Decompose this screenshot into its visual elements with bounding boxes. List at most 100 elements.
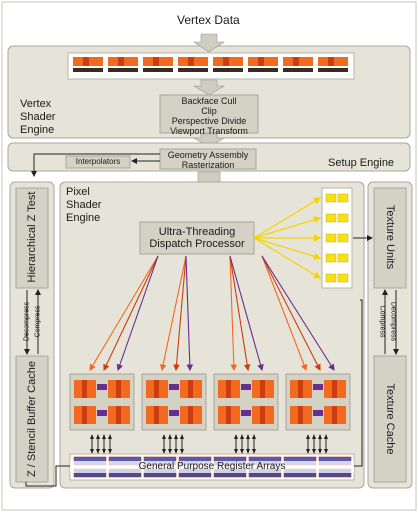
shader-purple-block	[241, 384, 251, 390]
z-cache-label: Z / Stencil Buffer Cache	[26, 361, 38, 477]
shader-unit-stripe	[116, 380, 121, 398]
gpr-to-zcache-line	[25, 465, 70, 487]
clip-text: Clip	[201, 106, 217, 116]
setup-engine-label: Setup Engine	[328, 157, 395, 169]
gpr-arrow-head-up	[318, 434, 322, 439]
dispatch-arrow	[229, 255, 238, 372]
vertex-shader-unit-accent	[293, 57, 299, 66]
shader-unit-stripe	[188, 380, 193, 398]
texture-unit-block	[337, 193, 349, 203]
dispatch-arrow	[261, 255, 321, 371]
texture-unit-block	[325, 213, 337, 223]
yellow-arrow	[253, 237, 322, 260]
dispatch-box	[139, 221, 255, 255]
vertex-shader-unit-bar	[143, 68, 173, 72]
shader-unit-stripe	[154, 380, 159, 398]
shader-purple-block	[169, 410, 179, 416]
texture-unit-block	[337, 213, 349, 223]
texture-units-label: Texture Units	[384, 204, 396, 270]
pixel-shader-quads	[69, 373, 351, 431]
texture-unit-block	[337, 253, 349, 263]
yellow-arrow	[253, 216, 322, 239]
shader-unit-stripe	[116, 406, 121, 424]
dispatch-text: Ultra-Threading Dispatch Processor	[140, 226, 254, 250]
viewport-transform-text: Viewport Transform	[170, 126, 248, 136]
gpr-arrow-head-down	[180, 449, 184, 454]
gpr-arrow-head-down	[234, 449, 238, 454]
dispatch-arrow	[229, 255, 264, 372]
texture-unit-block	[325, 253, 337, 263]
gpr-arrow-head-down	[312, 449, 316, 454]
dispatch-to-shader-arrows	[89, 255, 335, 372]
vertex-shader-unit-accent	[258, 57, 264, 66]
dispatch-to-texture-arrows	[253, 197, 322, 279]
interpolators-label: Interpolators	[75, 157, 121, 166]
hier-z-label: Hierarchical Z Test	[26, 191, 38, 283]
vertex-data-label: Vertex Data	[177, 13, 240, 27]
vertex-shader-unit-bar	[248, 68, 278, 72]
gpr-arrow-head-up	[240, 434, 244, 439]
gpr-arrow-head-up	[312, 434, 316, 439]
compress-z-label: Compress	[34, 305, 42, 338]
texture-unit-blocks	[325, 193, 349, 283]
shader-unit-stripe	[82, 406, 87, 424]
gpr-arrow-head-down	[168, 449, 172, 454]
texture-cache-label: Texture Cache	[384, 383, 396, 455]
shader-unit-stripe	[298, 380, 303, 398]
shader-unit-stripe	[226, 406, 231, 424]
dispatch-arrow	[173, 255, 187, 372]
decompress-z-label: Decompress	[23, 301, 31, 342]
compress-tex-label: Compress	[378, 305, 386, 338]
gpr-arrow-head-down	[108, 449, 112, 454]
gpr-arrow-head-down	[174, 449, 178, 454]
texture-cache-box	[373, 355, 407, 483]
vertex-shader-unit-bar	[318, 68, 348, 72]
shader-unit-stripe	[260, 380, 265, 398]
dispatch-arrow	[229, 255, 251, 372]
vertex-shader-unit-bar	[213, 68, 243, 72]
geometry-assembly-text: Geometry Assembly	[167, 150, 249, 160]
gpr-arrow-head-down	[324, 449, 328, 454]
shader-unit-stripe	[154, 406, 159, 424]
ultra-threading-text: Ultra-Threading	[158, 226, 236, 238]
engine-label: Engine	[20, 124, 55, 136]
gpr-arrow-head-down	[252, 449, 256, 454]
vertex-shader-unit-bar	[178, 68, 208, 72]
texture-unit-block	[325, 193, 337, 203]
gpr-arrow-head-up	[90, 434, 94, 439]
perspective-divide-text: Perspective Divide	[171, 116, 247, 126]
vertex-shader-unit-accent	[118, 57, 124, 66]
backface-cull-text: Backface Cull	[181, 96, 237, 106]
gpr-to-texture-line	[354, 299, 363, 467]
vertex-shader-unit-bar	[73, 68, 103, 72]
vertex-ops-text: Backface Cull Clip Perspective Divide Vi…	[160, 96, 258, 136]
gpr-arrow-head-up	[306, 434, 310, 439]
pixel-label: Pixel	[66, 186, 90, 198]
shader-gpr-arrows	[90, 434, 328, 454]
gpr-arrow-head-up	[324, 434, 328, 439]
vertex-label: Vertex	[20, 98, 52, 110]
shader-purple-block	[313, 410, 323, 416]
dispatch-arrow	[89, 255, 159, 371]
vertex-shader-unit-accent	[153, 57, 159, 66]
gpr-arrow-head-up	[96, 434, 100, 439]
texture-units-box	[373, 187, 407, 289]
geometry-to-hierz-line	[31, 153, 160, 177]
rasterization-text: Rasterization	[181, 160, 235, 170]
gpr-label: General Purpose Register Arrays	[70, 461, 354, 473]
dispatch-arrow	[116, 255, 159, 372]
gpr-arrow-head-down	[246, 449, 250, 454]
yellow-arrow	[253, 237, 322, 279]
vertex-shader-unit-accent	[83, 57, 89, 66]
gpr-arrow-head-up	[252, 434, 256, 439]
gpr-arrow-head-up	[180, 434, 184, 439]
gpr-arrow-head-down	[90, 449, 94, 454]
gpr-arrow-head-down	[102, 449, 106, 454]
texture-unit-block	[337, 233, 349, 243]
shader-purple-block	[97, 410, 107, 416]
vertex-data-arrow	[193, 33, 225, 53]
dispatch-arrow	[261, 255, 308, 372]
dispatch-arrow	[159, 255, 187, 372]
